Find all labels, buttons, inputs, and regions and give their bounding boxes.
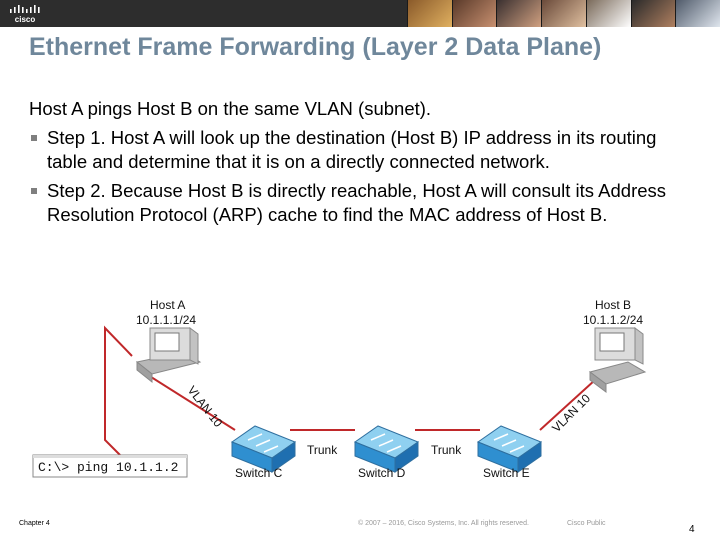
host-a-ip: 10.1.1.1/24 — [136, 313, 196, 327]
classification-text: Cisco Public — [567, 520, 606, 527]
bullet-step-2: Step 2. Because Host B is directly reach… — [29, 179, 689, 227]
page-number: 4 — [689, 524, 695, 535]
switch-c-icon — [230, 425, 297, 473]
host-b-ip: 10.1.1.2/24 — [583, 313, 643, 327]
switch-d-icon — [353, 425, 420, 473]
slide-body: Host A pings Host B on the same VLAN (su… — [29, 97, 689, 227]
vlan-label-host-b: VLAN 10 — [549, 391, 593, 435]
cable-host-a-terminal — [104, 325, 133, 456]
trunk-label-1: Trunk — [307, 443, 338, 457]
switch-e-icon — [476, 425, 543, 473]
host-a-name: Host A — [150, 298, 185, 312]
header-photo-strip — [407, 0, 720, 27]
switch-d-label: Switch D — [358, 466, 406, 480]
cisco-logo: cisco — [10, 5, 40, 24]
host-b-name: Host B — [595, 298, 631, 312]
bullet-step-1: Step 1. Host A will look up the destinat… — [29, 126, 689, 174]
trunk-label-2: Trunk — [431, 443, 462, 457]
network-cables — [104, 325, 596, 456]
command-prompt-box — [32, 454, 188, 478]
switch-e-label: Switch E — [483, 466, 530, 480]
host-a-computer-icon — [135, 327, 202, 384]
slide-title: Ethernet Frame Forwarding (Layer 2 Data … — [29, 33, 602, 61]
vlan-label-host-a: VLAN 10 — [185, 383, 226, 430]
cable-switch-e-host-b — [539, 379, 596, 431]
host-b-computer-icon — [588, 327, 647, 393]
cable-host-a-switch-c — [139, 369, 236, 431]
chapter-label: Chapter 4 — [19, 520, 50, 527]
ping-command: C:\> ping 10.1.1.2 — [38, 460, 178, 475]
network-diagram: Host A 10.1.1.1/24 Host B 10.1.1.2/24 Sw… — [32, 298, 647, 480]
intro-text: Host A pings Host B on the same VLAN (su… — [29, 98, 432, 119]
logo-text: cisco — [15, 15, 36, 24]
copyright-text: © 2007 – 2016, Cisco Systems, Inc. All r… — [358, 520, 529, 527]
switch-c-label: Switch C — [235, 466, 283, 480]
header-bar: cisco — [0, 0, 720, 27]
